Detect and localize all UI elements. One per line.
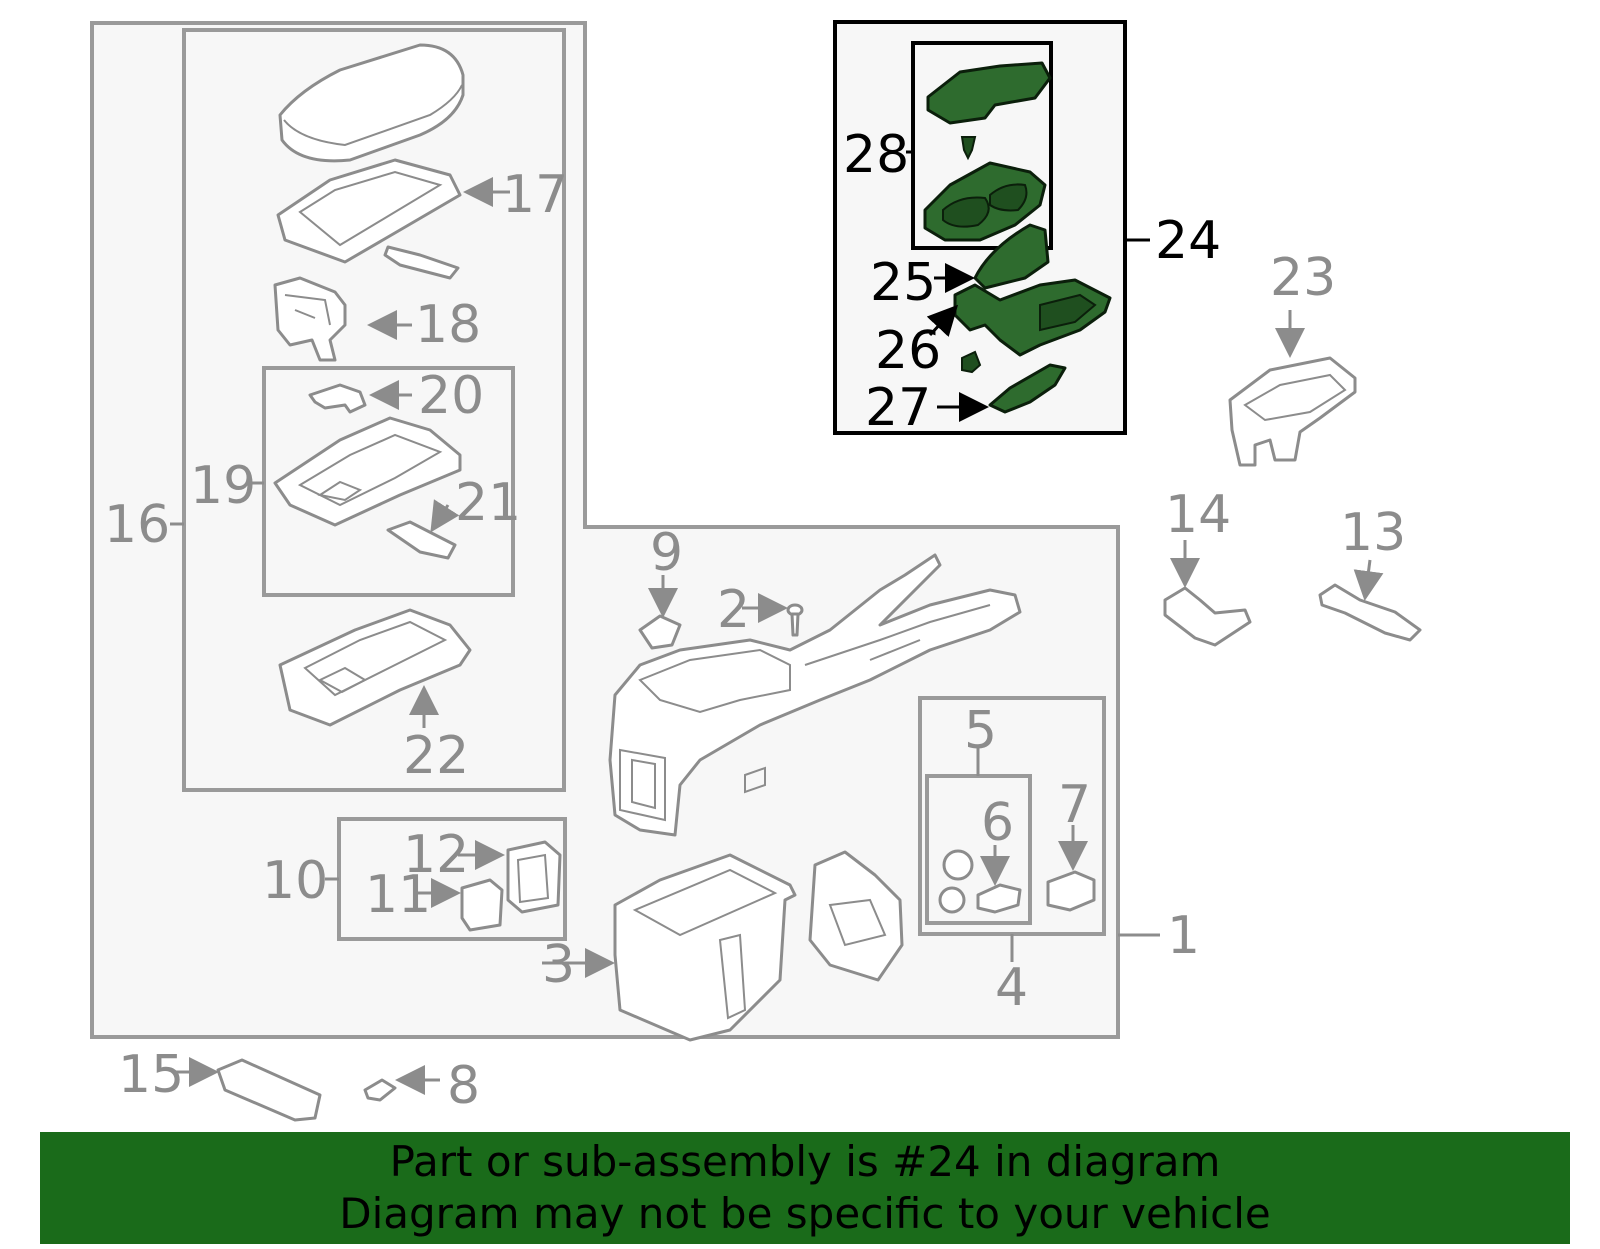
label-8: 8 bbox=[447, 1056, 480, 1116]
label-3: 3 bbox=[542, 935, 575, 995]
label-10: 10 bbox=[262, 851, 328, 911]
part-26-clip bbox=[961, 350, 982, 374]
label-16: 16 bbox=[104, 495, 170, 555]
label-28: 28 bbox=[843, 125, 909, 185]
label-2: 2 bbox=[717, 580, 750, 640]
banner-line-1: Part or sub-assembly is #24 in diagram bbox=[389, 1137, 1221, 1186]
cup-insert-large bbox=[506, 840, 562, 914]
label-6: 6 bbox=[981, 793, 1014, 853]
label-12: 12 bbox=[403, 825, 469, 885]
label-14: 14 bbox=[1165, 485, 1231, 545]
armrest-pad bbox=[278, 43, 465, 163]
label-21: 21 bbox=[455, 473, 521, 533]
label-20: 20 bbox=[418, 366, 484, 426]
part-28-cup-holder bbox=[923, 161, 1047, 242]
part-25-trim bbox=[973, 223, 1050, 290]
label-15: 15 bbox=[118, 1045, 184, 1105]
shift-indicator-plate bbox=[1228, 356, 1357, 467]
console-lid bbox=[273, 416, 462, 527]
armrest-assembly-box bbox=[182, 28, 566, 792]
label-7: 7 bbox=[1058, 775, 1091, 835]
power-socket bbox=[1046, 870, 1096, 912]
label-25: 25 bbox=[870, 253, 936, 313]
label-5: 5 bbox=[964, 701, 997, 761]
side-panel bbox=[808, 850, 904, 982]
console-bracket-14 bbox=[1163, 586, 1252, 647]
banner-line-2: Diagram may not be specific to your vehi… bbox=[339, 1189, 1271, 1238]
label-24: 24 bbox=[1155, 211, 1221, 271]
label-17: 17 bbox=[502, 165, 568, 225]
small-clip bbox=[363, 1078, 397, 1102]
console-assembly-box bbox=[90, 21, 1120, 1039]
label-13: 13 bbox=[1340, 503, 1406, 563]
label-4: 4 bbox=[995, 958, 1028, 1018]
part-26-bezel bbox=[953, 278, 1112, 357]
small-cover bbox=[638, 614, 682, 650]
label-27: 27 bbox=[865, 378, 931, 438]
label-11: 11 bbox=[365, 865, 431, 925]
lower-bracket bbox=[216, 1058, 322, 1122]
part-notice-banner: Part or sub-assembly is #24 in diagram D… bbox=[40, 1132, 1570, 1244]
center-console bbox=[608, 553, 1022, 837]
lid-clip bbox=[308, 383, 367, 414]
part-28-top-cover bbox=[926, 61, 1052, 125]
armrest-base bbox=[278, 608, 472, 727]
storage-bin bbox=[613, 853, 797, 1042]
console-bracket-13 bbox=[1318, 583, 1422, 642]
label-9: 9 bbox=[650, 523, 683, 583]
hinge-bracket bbox=[273, 276, 347, 362]
armrest-frame bbox=[276, 158, 462, 280]
label-1: 1 bbox=[1167, 906, 1200, 966]
label-19: 19 bbox=[190, 456, 256, 516]
label-18: 18 bbox=[415, 295, 481, 355]
cup-insert-small bbox=[460, 878, 504, 932]
screw bbox=[786, 603, 804, 637]
lid-latch bbox=[386, 520, 457, 560]
part-28-screw bbox=[960, 136, 977, 161]
part-27-trim-strip bbox=[988, 363, 1067, 414]
label-23: 23 bbox=[1270, 248, 1336, 308]
label-26: 26 bbox=[875, 321, 941, 381]
label-22: 22 bbox=[403, 726, 469, 786]
socket-caps bbox=[938, 849, 974, 914]
part-28-box bbox=[911, 41, 1053, 250]
